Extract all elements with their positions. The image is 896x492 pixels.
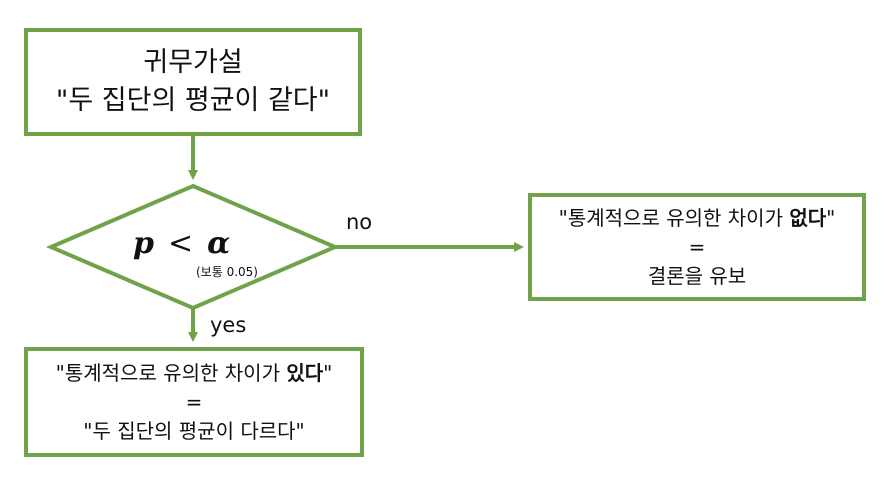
null-hypothesis-box: 귀무가설 "두 집단의 평균이 같다" [24,28,362,136]
yes-outcome-equals: = [185,389,203,414]
no-outcome-prefix: "통계적으로 유의한 차이가 [558,205,790,230]
less-than-operator: < [167,226,194,261]
decision-formula: p < α [133,226,230,261]
no-outcome-equals: = [688,234,706,259]
no-outcome-conclusion: 결론을 유보 [647,263,747,288]
null-hypothesis-title: 귀무가설 [143,47,243,78]
yes-outcome-suffix: " [323,360,333,385]
yes-edge-label: yes [210,313,247,337]
p-symbol: p [133,226,154,261]
yes-outcome-box: "통계적으로 유의한 차이가 있다" = "두 집단의 평균이 다르다" [24,347,364,457]
no-outcome-keyword: 없다 [789,205,827,230]
yes-outcome-statement: "통계적으로 유의한 차이가 있다" [56,359,333,388]
alpha-symbol: α [207,226,231,261]
no-outcome-suffix: " [826,205,836,230]
no-outcome-box: "통계적으로 유의한 차이가 없다" = 결론을 유보 [528,193,866,301]
no-edge-label: no [346,210,373,234]
decision-note: (보통 0.05) [196,265,258,279]
yes-outcome-conclusion: "두 집단의 평균이 다르다" [83,418,305,443]
yes-outcome-keyword: 있다 [286,360,324,385]
null-hypothesis-statement: "두 집단의 평균이 같다" [55,85,331,116]
no-outcome-statement: "통계적으로 유의한 차이가 없다" [559,204,836,233]
yes-outcome-prefix: "통계적으로 유의한 차이가 [55,360,287,385]
